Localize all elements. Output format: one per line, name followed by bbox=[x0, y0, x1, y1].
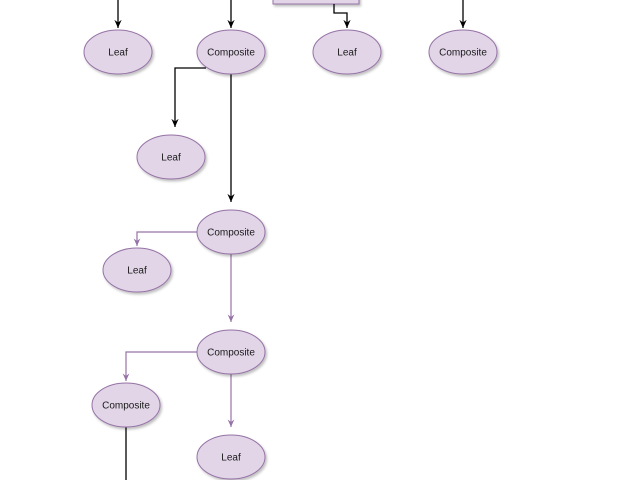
node-label-leaf-1: Leaf bbox=[108, 48, 128, 59]
edge-composite-3-to-leaf-4 bbox=[133, 231, 198, 246]
top-box bbox=[272, 0, 360, 5]
node-leaf-2: Leaf bbox=[312, 29, 382, 75]
node-label-composite-2: Composite bbox=[439, 48, 487, 59]
node-label-composite-4: Composite bbox=[207, 348, 255, 359]
edge-top-box-to-leaf-2 bbox=[333, 4, 351, 28]
node-shape-leaf-3 bbox=[136, 134, 206, 180]
node-composite-1: Composite bbox=[196, 29, 266, 75]
node-label-leaf-4: Leaf bbox=[127, 266, 147, 277]
node-shape-composite-5 bbox=[91, 382, 161, 428]
node-shape-leaf-2 bbox=[312, 29, 382, 75]
node-label-composite-1: Composite bbox=[207, 48, 255, 59]
node-leaf-1: Leaf bbox=[83, 29, 153, 75]
node-composite-5: Composite bbox=[91, 382, 161, 428]
node-label-leaf-5: Leaf bbox=[221, 453, 241, 464]
node-leaf-5: Leaf bbox=[196, 434, 266, 480]
node-leaf-3: Leaf bbox=[136, 134, 206, 180]
node-label-composite-3: Composite bbox=[207, 228, 255, 239]
edge-composite-4-to-composite-5 bbox=[122, 351, 198, 381]
node-shape-leaf-4 bbox=[102, 247, 172, 293]
node-leaf-4: Leaf bbox=[102, 247, 172, 293]
node-shape-leaf-1 bbox=[83, 29, 153, 75]
edge-composite-1-to-leaf-3 bbox=[171, 67, 206, 127]
node-shape-composite-2 bbox=[428, 29, 498, 75]
node-composite-2: Composite bbox=[428, 29, 498, 75]
node-shape-composite-3 bbox=[196, 209, 266, 255]
node-shape-composite-1 bbox=[196, 29, 266, 75]
edges-layer bbox=[114, 0, 467, 480]
node-label-leaf-3: Leaf bbox=[161, 153, 181, 164]
node-label-leaf-2: Leaf bbox=[337, 48, 357, 59]
node-shape-leaf-5 bbox=[196, 434, 266, 480]
node-composite-4: Composite bbox=[196, 329, 266, 375]
node-composite-3: Composite bbox=[196, 209, 266, 255]
node-label-composite-5: Composite bbox=[102, 401, 150, 412]
node-shape-composite-4 bbox=[196, 329, 266, 375]
